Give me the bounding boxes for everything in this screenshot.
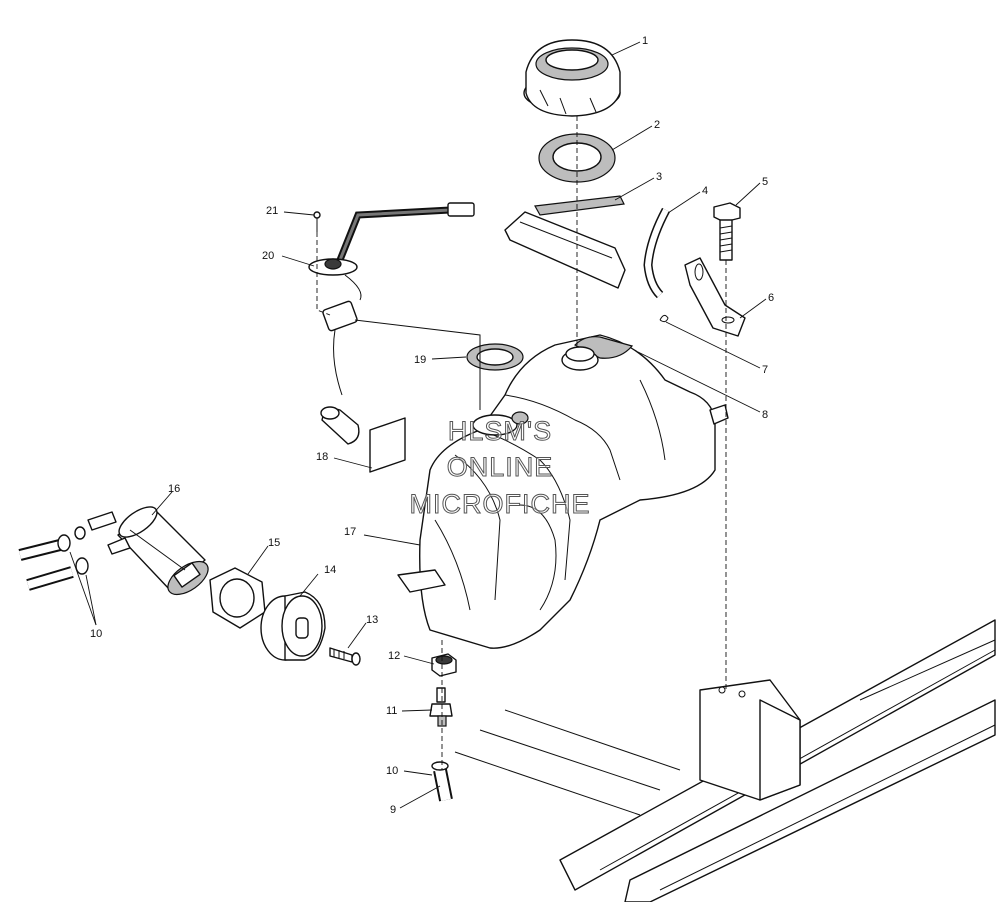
callout-9: 9 [390, 804, 396, 816]
fuel-valve [429, 687, 453, 727]
callout-6: 6 [768, 292, 774, 304]
callout-18: 18 [316, 451, 328, 463]
leader-lines [69, 41, 767, 809]
tank-fitting [431, 653, 457, 677]
callout-13: 13 [366, 614, 378, 626]
callout-labels: 1 2 3 4 5 6 7 8 9 10 11 12 13 14 15 16 1… [90, 35, 774, 816]
watermark-line-3: MICROFICHE [410, 489, 591, 519]
callout-7: 7 [762, 364, 768, 376]
callout-3: 3 [656, 171, 662, 183]
tank-pad [504, 195, 626, 289]
fuel-hoses-left [18, 526, 89, 591]
filter-screen [369, 417, 406, 473]
filter-bracket [260, 591, 326, 661]
bracket-screw [329, 647, 361, 666]
hose-clip [659, 314, 669, 323]
callout-12: 12 [388, 650, 400, 662]
mounting-bracket [684, 257, 746, 337]
vent-hose [643, 207, 670, 299]
assembly-lines [316, 116, 727, 770]
callout-2: 2 [654, 119, 660, 131]
pump-gasket [466, 343, 524, 371]
fuel-filter [87, 506, 209, 596]
lock-nut [209, 567, 266, 629]
callout-11: 11 [386, 705, 397, 717]
fuel-pump-assembly [308, 202, 475, 445]
callout-14: 14 [324, 564, 336, 576]
bolt [713, 202, 741, 261]
callout-17: 17 [344, 526, 356, 538]
callout-15: 15 [268, 537, 280, 549]
frame-rails [454, 619, 996, 902]
callout-16: 16 [168, 483, 180, 495]
watermark-line-2: ONLINE [447, 452, 554, 482]
pump-screw [313, 211, 321, 232]
callout-21: 21 [266, 205, 278, 217]
callout-4: 4 [702, 185, 708, 197]
callout-20: 20 [262, 250, 274, 262]
fuel-hose-lower [431, 761, 453, 802]
callout-8: 8 [762, 409, 768, 421]
fuel-tank [397, 334, 729, 649]
callout-1: 1 [642, 35, 648, 47]
watermark-line-1: HLSM'S [448, 416, 552, 446]
fuel-cap [523, 39, 621, 117]
callout-10-hose: 10 [386, 765, 398, 777]
callout-19: 19 [414, 354, 426, 366]
watermark: HLSM'S ONLINE MICROFICHE [409, 416, 591, 520]
callout-10-left: 10 [90, 628, 102, 640]
callout-5: 5 [762, 176, 768, 188]
